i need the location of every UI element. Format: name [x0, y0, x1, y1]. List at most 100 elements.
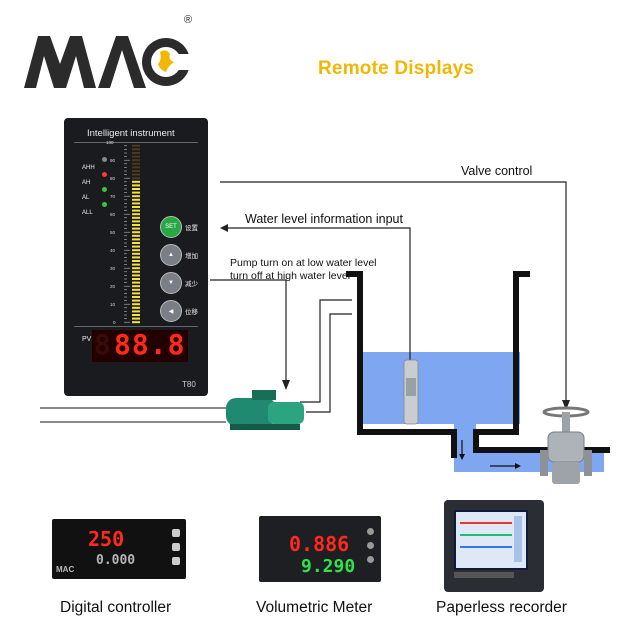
controller-top-value: 250: [88, 527, 125, 551]
alarm-ahh: AHH: [82, 156, 122, 171]
bar-segment: [132, 263, 140, 266]
bar-segment: [132, 209, 140, 212]
bar-segment: [132, 231, 140, 234]
bar-segment: [132, 310, 140, 313]
bar-segment: [132, 152, 140, 154]
scale-tick-label: 60: [110, 212, 116, 217]
bar-segment: [132, 234, 140, 237]
bar-segment: [132, 256, 140, 259]
bar-segment: [132, 173, 140, 176]
recorder-screen: [454, 510, 528, 570]
bar-segment: [132, 278, 140, 280]
down-arrow-icon[interactable]: ▼: [160, 272, 182, 294]
scale-labels: 100 90 80 70 60 50 40 30 20 10 0: [106, 140, 122, 330]
bar-segment: [132, 274, 140, 277]
controller-button: [172, 543, 180, 551]
alarm-led: [102, 172, 107, 177]
bar-segment: [132, 321, 140, 324]
bar-segment: [132, 213, 140, 216]
bar-graph-scale: [124, 144, 140, 324]
pump-note-line1: Pump turn on at low water level: [230, 257, 377, 269]
bar-segment: [132, 260, 140, 262]
bar-segment: [132, 249, 140, 252]
alarm-led: [102, 157, 107, 162]
bar-segment: [132, 306, 140, 309]
controller-button: [172, 529, 180, 537]
bar-segment: [132, 270, 140, 273]
bar-segment: [132, 162, 140, 165]
set-key[interactable]: SET: [160, 216, 182, 238]
pump-note-line2: turn off at high water level: [230, 270, 351, 282]
alarm-al: AL: [82, 186, 122, 201]
bar-segment: [132, 238, 140, 241]
bar-segment: [132, 314, 140, 316]
scale-tick-label: 30: [110, 266, 116, 271]
volumetric-meter-device: 0.886 9.290: [259, 516, 381, 582]
meter-bottom-value: 9.290: [301, 556, 356, 577]
bar-segment: [132, 170, 140, 172]
set-key-label: 设置: [185, 225, 198, 232]
bar-segment: [132, 188, 140, 190]
scale-tick-label: 0: [113, 320, 116, 325]
bar-segment: [132, 292, 140, 295]
scale-tick-label: 90: [110, 158, 116, 163]
tank-water: [362, 352, 520, 424]
scale-tick-label: 20: [110, 284, 116, 289]
up-arrow-icon[interactable]: ▲: [160, 244, 182, 266]
controller-logo: MAC: [56, 565, 75, 574]
page-title: Remote Displays: [318, 58, 475, 79]
instrument-name: Intelligent instrument: [87, 128, 175, 139]
scale-tick-label: 80: [110, 176, 116, 181]
bar-segment: [132, 144, 140, 147]
gate-valve-icon: [540, 406, 592, 484]
bar-segment: [132, 198, 140, 201]
mac-logo: [24, 36, 190, 88]
bar-segment: [132, 148, 140, 151]
water-level-input-label: Water level information input: [245, 212, 403, 226]
bar-segment: [132, 202, 140, 205]
meter-button: [367, 542, 374, 549]
bar-segment: [132, 224, 140, 226]
caption-paperless-recorder: Paperless recorder: [436, 599, 567, 616]
bar-segment: [132, 216, 140, 219]
pv-value: 88.8: [114, 328, 186, 361]
scale-tick-label: 40: [110, 248, 116, 253]
valve-control-label: Valve control: [461, 164, 533, 178]
shift-icon[interactable]: ◀: [160, 300, 182, 322]
registered-mark: ®: [184, 14, 193, 26]
paperless-recorder-device: [444, 500, 544, 592]
digital-controller-device: 250 0.000 MAC: [52, 519, 186, 579]
bar-segment: [132, 281, 140, 284]
alarm-led: [102, 202, 107, 207]
shift-key-label: 位移: [185, 309, 198, 316]
up-key-label: 增加: [185, 253, 198, 260]
bar-segment: [132, 317, 140, 320]
controller-bottom-value: 0.000: [96, 553, 136, 568]
caption-volumetric-meter: Volumetric Meter: [256, 599, 373, 616]
bar-segment: [132, 206, 140, 208]
down-key-label: 减少: [185, 281, 198, 288]
bar-segment: [132, 245, 140, 248]
model-number: T80: [182, 380, 196, 389]
bar-segment: [132, 155, 140, 158]
level-sensor-icon: [403, 359, 419, 425]
bar-segment: [132, 288, 140, 291]
bar-segment: [132, 285, 140, 288]
pv-display: 8 88.8: [92, 328, 188, 362]
bar-segment: [132, 220, 140, 223]
bar-segment: [132, 177, 140, 180]
bar-segment: [132, 296, 140, 298]
instrument-keypad: SET 设置 ▲ 增加 ▼ 减少 ◀ 位移: [160, 216, 204, 326]
alarm-ah: AH: [82, 171, 122, 186]
bar-segment: [132, 227, 140, 230]
meter-button: [367, 556, 374, 563]
bar-segment: [132, 252, 140, 255]
meter-button: [367, 528, 374, 535]
scale-tick-label: 100: [106, 140, 114, 145]
alarm-led: [102, 187, 107, 192]
bar-segment: [132, 242, 140, 244]
pump-icon: [226, 390, 304, 430]
scale-tick-label: 10: [110, 302, 116, 307]
